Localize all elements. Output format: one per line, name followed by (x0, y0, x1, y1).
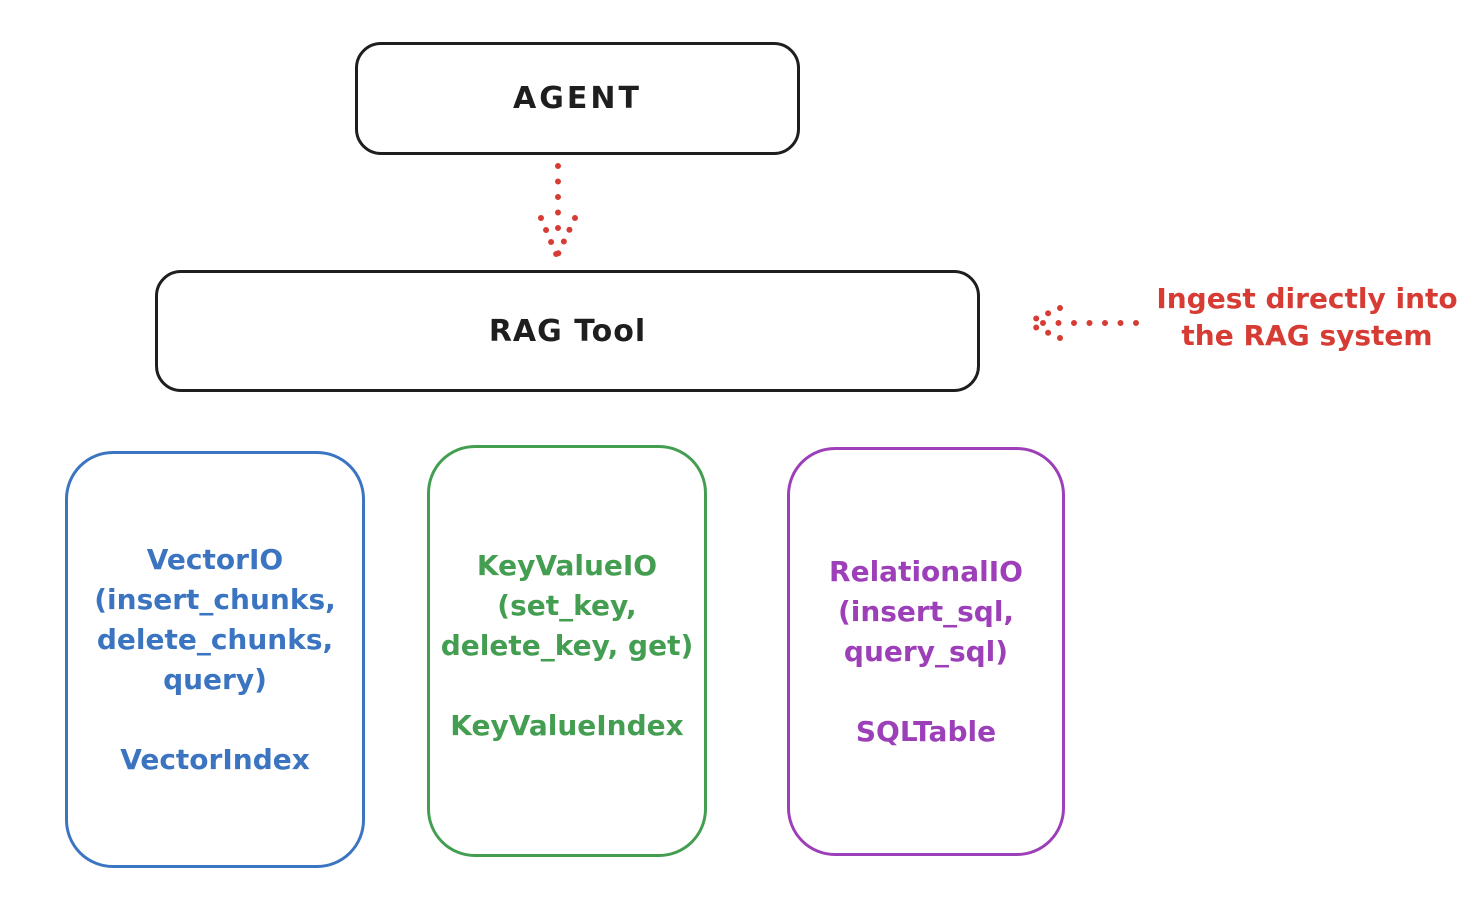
relational-io-text: RelationalIO (insert_sql, query_sql) SQL… (790, 450, 1062, 752)
keyvalue-io-line: (set_key, (497, 589, 637, 622)
sql-table-label: SQLTable (855, 715, 997, 748)
vector-io-line: query) (163, 663, 267, 696)
keyvalue-io-box: KeyValueIO (set_key, delete_key, get) Ke… (427, 445, 707, 857)
agent-box: AGENT (355, 42, 800, 155)
keyvalue-index-label: KeyValueIndex (450, 709, 684, 742)
rag-tool-label: RAG Tool (488, 313, 647, 349)
vector-io-line: delete_chunks, (96, 623, 334, 656)
agent-to-rag-arrow-icon (538, 163, 578, 259)
relational-io-box: RelationalIO (insert_sql, query_sql) SQL… (787, 447, 1065, 856)
agent-label: AGENT (513, 81, 642, 116)
keyvalue-io-line: delete_key, get) (440, 629, 694, 662)
rag-tool-box: RAG Tool (155, 270, 980, 392)
relational-io-line: (insert_sql, (837, 595, 1015, 628)
ingest-annotation-line2: the RAG system (1181, 319, 1433, 352)
vector-index-label: VectorIndex (120, 743, 310, 776)
vector-io-line: (insert_chunks, (94, 583, 336, 616)
vector-io-box: VectorIO (insert_chunks, delete_chunks, … (65, 451, 365, 868)
ingest-annotation-line1: Ingest directly into (1156, 282, 1458, 315)
vector-io-line: VectorIO (146, 543, 284, 576)
keyvalue-io-text: KeyValueIO (set_key, delete_key, get) Ke… (430, 448, 704, 746)
relational-io-line: RelationalIO (829, 555, 1023, 588)
relational-io-line: query_sql) (843, 635, 1009, 668)
keyvalue-io-line: KeyValueIO (476, 549, 658, 582)
ingest-annotation: Ingest directly into the RAG system (1130, 280, 1484, 354)
ingest-arrow-icon (1023, 305, 1139, 341)
vector-io-text: VectorIO (insert_chunks, delete_chunks, … (68, 454, 362, 780)
